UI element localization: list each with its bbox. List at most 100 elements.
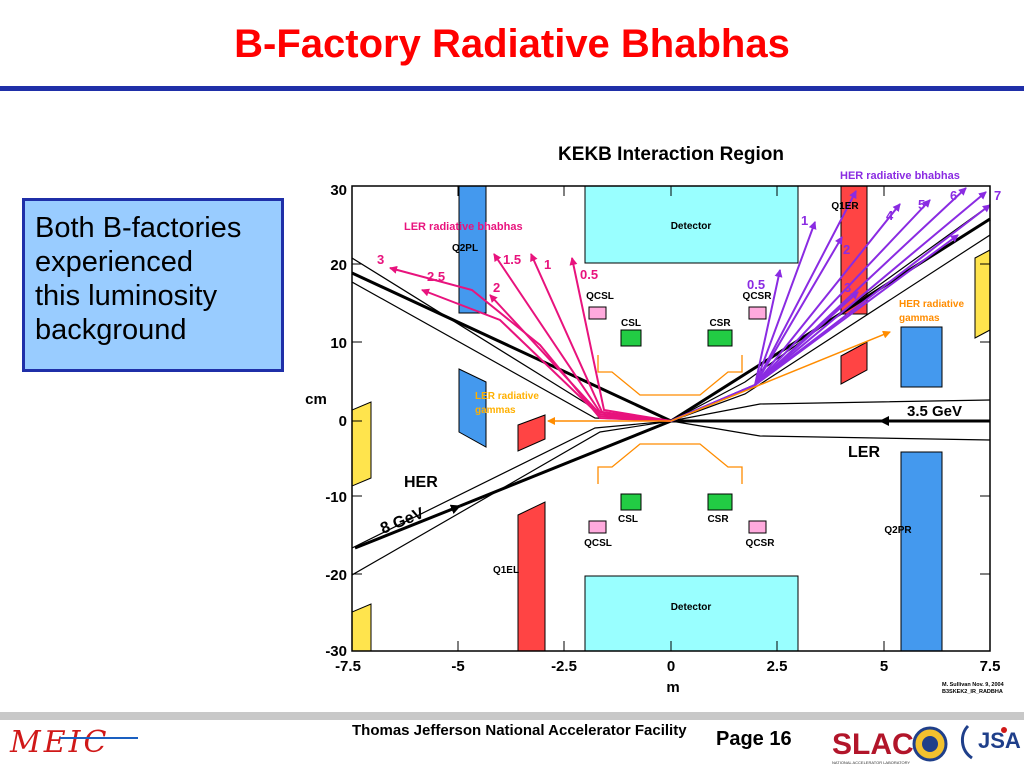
note-line: this luminosity	[35, 280, 218, 312]
her-energy-value: 4	[886, 208, 894, 223]
slac-logo: SLAC NATIONAL ACCELERATOR LABORATORY	[832, 726, 948, 765]
chamber-outline	[597, 355, 743, 484]
y-tick-label: 20	[330, 257, 347, 274]
her-energy-value: 2	[843, 242, 850, 257]
interaction-region-diagram: KEKB Interaction Region	[305, 144, 1005, 695]
csl-top	[620, 329, 642, 347]
ler-label: LER	[848, 444, 880, 461]
her-beam-outgoing	[670, 217, 991, 423]
x-tick-label: 2.5	[767, 658, 788, 675]
page-number: Page 16	[716, 728, 792, 750]
y-tick-label: 30	[330, 182, 347, 199]
note-box: Both B-factories experienced this lumino…	[22, 198, 284, 372]
y-tick-label: -10	[325, 489, 347, 506]
her-gammas-label: gammas	[899, 313, 940, 324]
qcsr-top-label: QCSR	[743, 291, 773, 302]
her-energy-value: 5	[918, 197, 925, 212]
quad-q2pl	[458, 186, 487, 314]
her-energy-value: 7	[994, 188, 1001, 203]
meic-logo-text: MEIC	[9, 725, 109, 760]
jsa-logo: JSA	[961, 724, 1021, 760]
axis-ticks	[352, 185, 990, 651]
doe-seal-center	[922, 736, 938, 752]
ler-beam-outgoing	[351, 271, 672, 423]
ler-bhabhas-label: LER radiative bhabhas	[404, 221, 523, 233]
x-tick-label: 5	[880, 658, 888, 675]
qcsr-top	[748, 306, 767, 320]
her-energy-value: 1	[801, 213, 808, 228]
csl-top-label: CSL	[621, 318, 641, 329]
footer-organization: Thomas Jefferson National Accelerator Fa…	[352, 722, 687, 739]
q2pl-label: Q2PL	[452, 243, 478, 254]
meic-logo: MEIC	[9, 725, 138, 760]
ler-gammas-label: gammas	[475, 405, 516, 416]
csr-top	[707, 329, 733, 347]
q2pr-label: Q2PR	[884, 525, 912, 536]
ler-energy-label: 3.5 GeV	[907, 403, 962, 420]
her-beam	[459, 419, 672, 508]
yellow-block-right	[974, 249, 990, 339]
x-tick-label: 7.5	[980, 658, 1001, 675]
slide-title: B-Factory Radiative Bhabhas	[234, 22, 790, 66]
yellow-block-left	[352, 401, 372, 487]
quad-right-red	[840, 341, 868, 385]
her-energy-value: 6	[950, 188, 957, 203]
x-tick-label: -2.5	[551, 658, 577, 675]
csr-bottom-label: CSR	[707, 514, 729, 525]
y-tick-label: -30	[325, 643, 347, 660]
her-label: HER	[404, 474, 438, 491]
x-axis-label: m	[666, 679, 679, 695]
csr-bottom	[707, 493, 733, 511]
qcsr-bottom	[748, 520, 767, 534]
her-gammas-label: HER radiative	[899, 299, 964, 310]
x-tick-label: -5	[451, 658, 464, 675]
y-tick-label: -20	[325, 567, 347, 584]
note-line: Both B-factories	[35, 212, 242, 244]
slac-logo-text: SLAC	[832, 728, 914, 761]
ler-energy-value: 3	[377, 252, 384, 267]
ler-bhabha-rays	[389, 253, 672, 422]
qcsl-top-label: QCSL	[586, 291, 614, 302]
qcsr-bottom-label: QCSR	[746, 538, 776, 549]
csl-bottom-label: CSL	[618, 514, 638, 525]
her-gamma-arrow	[670, 330, 891, 422]
csl-bottom	[620, 493, 642, 511]
her-energy-value: 0.5	[747, 277, 765, 292]
detector-top	[584, 186, 799, 264]
jsa-logo-text: JSA	[978, 728, 1021, 753]
her-energy-value: 3	[844, 280, 851, 295]
qcsl-bottom	[588, 520, 607, 534]
x-tick-label: 0	[667, 658, 675, 675]
y-tick-label: 0	[339, 413, 347, 430]
ler-energy-value: 2	[493, 280, 500, 295]
quad-q1el	[517, 501, 546, 651]
csr-top-label: CSR	[709, 318, 731, 329]
her-beam-arrow	[354, 504, 461, 550]
quad-right-upper-blue	[900, 326, 943, 388]
quad-left-red	[517, 414, 546, 452]
ler-gammas-label: LER radiative	[475, 391, 539, 402]
credit-line: B3SKEK2_IR_RADBHA	[942, 689, 1003, 695]
detector-bottom	[584, 575, 799, 651]
note-line: background	[35, 314, 187, 346]
quad-left-blue	[458, 368, 487, 448]
q1el-label: Q1EL	[493, 565, 519, 576]
slac-logo-subtitle: NATIONAL ACCELERATOR LABORATORY	[832, 760, 910, 765]
credit-line: M. Sullivan Nov. 9, 2004	[942, 682, 1005, 688]
ler-energy-value: 0.5	[580, 267, 598, 282]
diagram-title: KEKB Interaction Region	[558, 144, 784, 165]
her-bhabhas-label: HER radiative bhabhas	[840, 170, 960, 182]
her-energy-label: 8 GeV	[378, 505, 427, 538]
detector-top-label: Detector	[671, 221, 712, 232]
note-line: experienced	[35, 246, 193, 278]
quad-q2pr	[900, 451, 943, 651]
ler-energy-value: 2.5	[427, 269, 445, 284]
jsa-logo-swoosh	[961, 724, 973, 760]
y-axis-label: cm	[305, 391, 327, 408]
title-divider	[0, 86, 1024, 91]
ler-energy-value: 1	[544, 257, 551, 272]
yellow-block-left-bottom	[352, 603, 372, 651]
qcsl-top	[588, 306, 607, 320]
ler-energy-value: 1.5	[503, 252, 521, 267]
y-tick-label: 10	[330, 335, 347, 352]
